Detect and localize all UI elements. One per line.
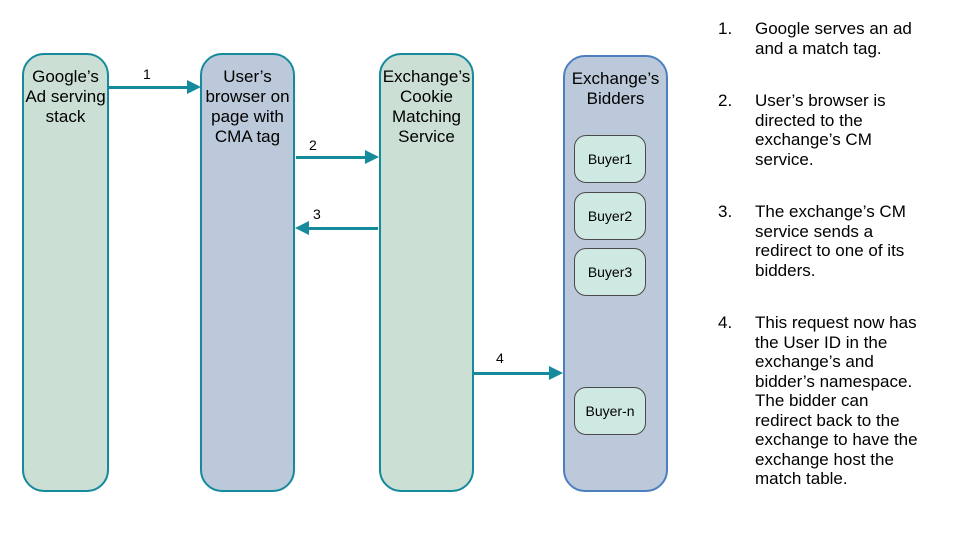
arrow-2-head-icon: [365, 150, 379, 164]
buyer-label: Buyer3: [587, 264, 633, 280]
node-label: Exchange’s Bidders: [571, 69, 660, 108]
node-exchange-bidders: Exchange’s Bidders Buyer1 Buyer2 Buyer3 …: [563, 55, 668, 492]
node-label: Exchange’s Cookie Matching Service: [382, 67, 471, 146]
arrow-1-label: 1: [143, 66, 151, 82]
step-number: 4.: [718, 313, 733, 332]
arrow-1-line: [108, 85, 187, 89]
step-text: Google serves an ad and a match tag.: [755, 19, 912, 58]
arrow-3-line: [309, 226, 378, 230]
node-exchange-cookie-matching-service: Exchange’s Cookie Matching Service: [379, 53, 474, 492]
step-item-2: 2. User’s browser is directed to the exc…: [718, 91, 954, 169]
node-user-browser: User’s browser on page with CMA tag: [200, 53, 295, 492]
buyer-label: Buyer-n: [585, 403, 635, 419]
buyer-box-1: Buyer1: [574, 135, 646, 183]
node-google-ad-serving-stack: Google’s Ad serving stack: [22, 53, 109, 492]
arrow-4-label: 4: [496, 350, 504, 366]
step-item-1: 1. Google serves an ad and a match tag.: [718, 19, 954, 58]
step-number: 2.: [718, 91, 733, 110]
step-list: 1. Google serves an ad and a match tag. …: [718, 19, 954, 522]
step-text: The exchange’s CM service sends a redire…: [755, 202, 906, 280]
arrow-1-head-icon: [187, 80, 201, 94]
step-item-3: 3. The exchange’s CM service sends a red…: [718, 202, 954, 280]
step-text: This request now has the User ID in the …: [755, 313, 918, 488]
buyer-box-2: Buyer2: [574, 192, 646, 240]
node-label: User’s browser on page with CMA tag: [205, 67, 290, 146]
step-number: 1.: [718, 19, 733, 38]
arrow-4-head-icon: [549, 366, 563, 380]
arrow-2-label: 2: [309, 137, 317, 153]
arrow-3-label: 3: [313, 206, 321, 222]
arrow-3-head-icon: [295, 221, 309, 235]
node-label: Google’s Ad serving stack: [25, 67, 106, 126]
step-text: User’s browser is directed to the exchan…: [755, 91, 886, 169]
step-item-4: 4. This request now has the User ID in t…: [718, 313, 954, 489]
buyer-label: Buyer1: [587, 151, 633, 167]
buyer-box-3: Buyer3: [574, 248, 646, 296]
arrow-4-line: [474, 372, 549, 375]
buyer-label: Buyer2: [587, 208, 633, 224]
buyer-box-n: Buyer-n: [574, 387, 646, 435]
step-number: 3.: [718, 202, 733, 221]
arrow-2-line: [296, 155, 365, 159]
